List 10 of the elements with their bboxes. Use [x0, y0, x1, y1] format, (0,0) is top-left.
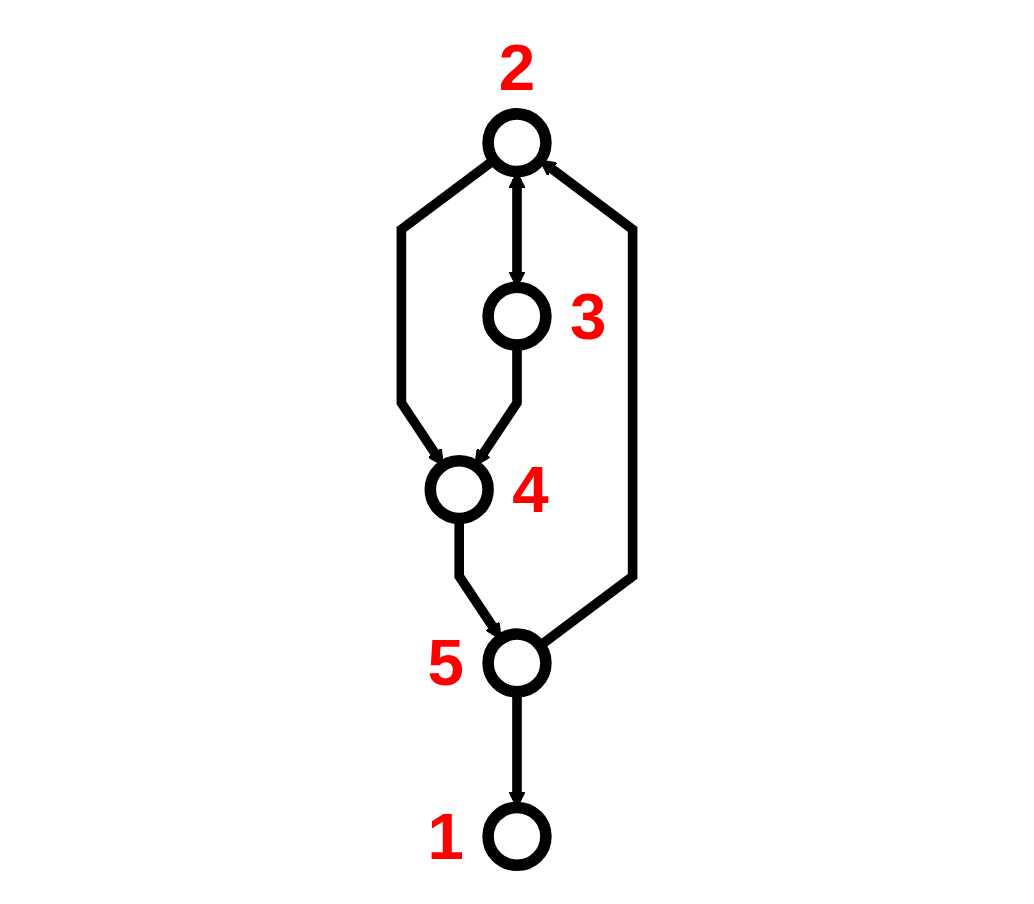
node-number: 4: [512, 453, 549, 527]
node-number: 1: [427, 799, 464, 873]
node-circle: [424, 454, 494, 525]
node-number: 3: [570, 279, 607, 353]
node-circle: [482, 108, 552, 178]
node-circle: [482, 628, 552, 698]
node-circle: [482, 801, 552, 872]
node-number: 2: [498, 31, 536, 105]
node-number: 5: [427, 626, 464, 700]
node-circle: [482, 281, 552, 351]
